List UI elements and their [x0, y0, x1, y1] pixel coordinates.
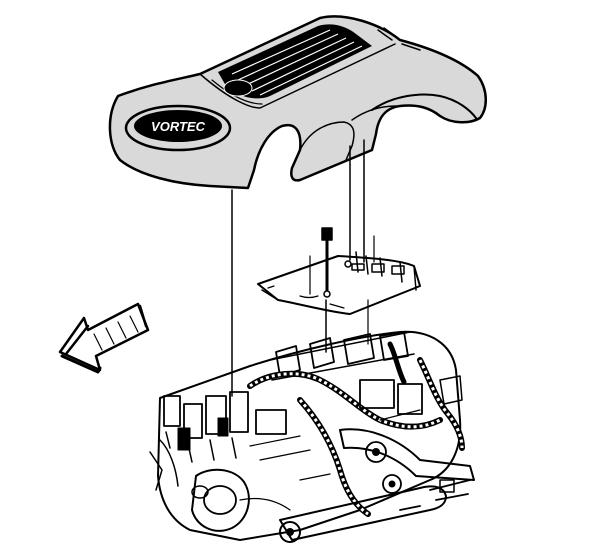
cover-grille [218, 24, 372, 99]
coolant-hose [339, 428, 475, 481]
direction-arrow-icon [58, 302, 150, 374]
engine-cover: VORTEC [108, 15, 487, 190]
mounting-bracket [257, 251, 421, 315]
left-bank-components [163, 391, 249, 463]
emblem-text: VORTEC [151, 119, 206, 134]
wiring-harness [247, 341, 465, 517]
cover-bolt [321, 227, 333, 298]
vortec-emblem: VORTEC [124, 104, 232, 152]
engine-cover-snout [371, 93, 477, 119]
fuel-rail [279, 485, 447, 541]
intake-manifold [157, 330, 462, 541]
engine-assembly [149, 330, 475, 543]
bracket-plate [257, 255, 421, 315]
